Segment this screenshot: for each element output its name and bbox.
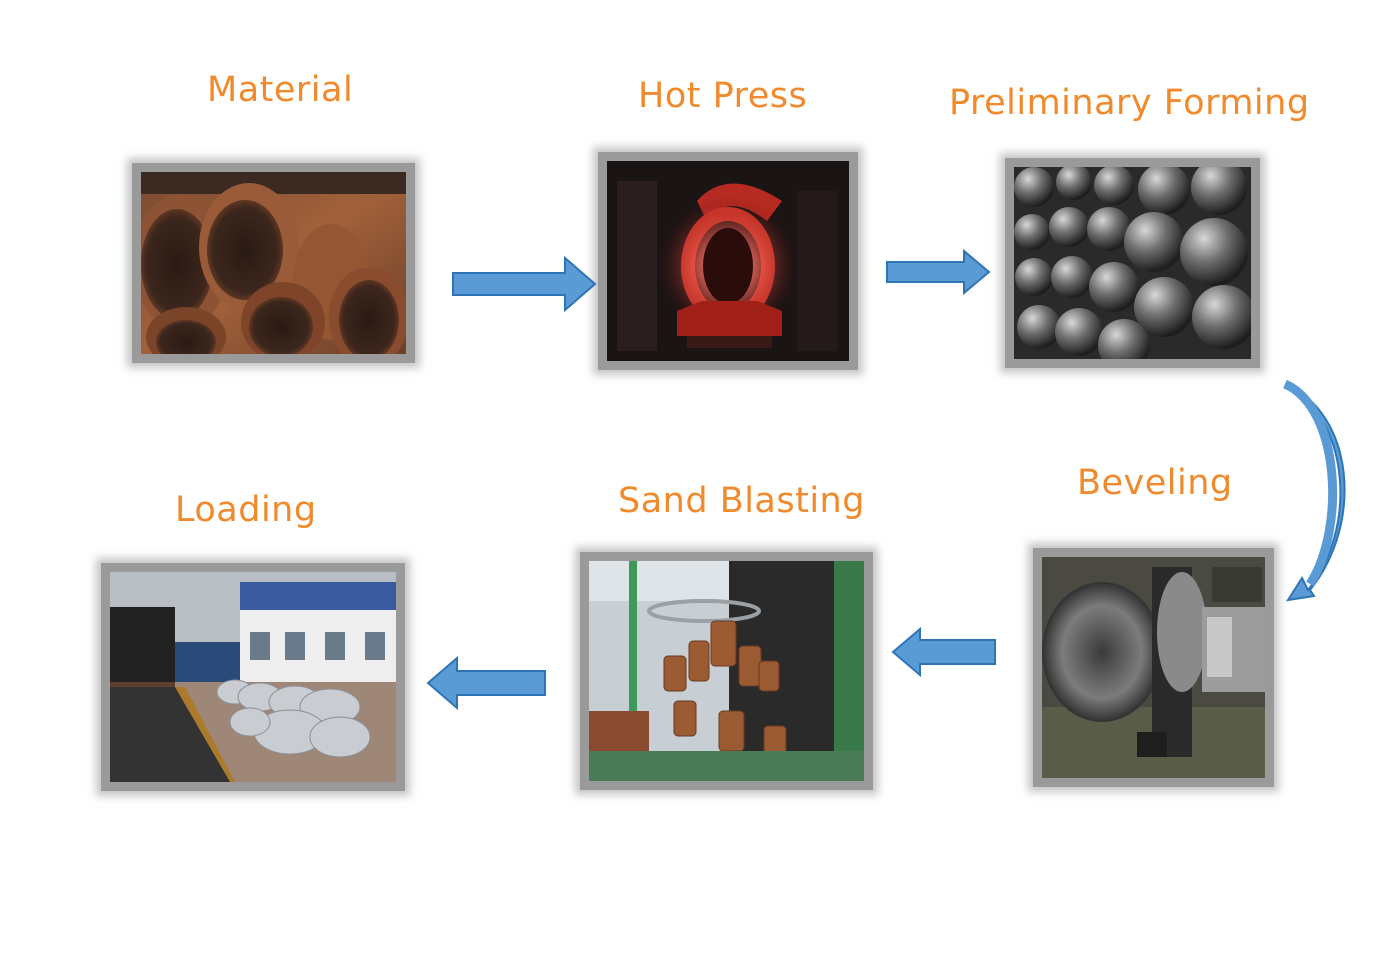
arrow-right-1-icon	[452, 255, 597, 313]
material-photo	[132, 163, 415, 363]
arrow-curved-down-icon	[1282, 379, 1346, 602]
loading-photo	[101, 563, 405, 791]
step-label-sand-blasting: Sand Blasting	[618, 481, 865, 521]
step-label-preliminary-forming: Preliminary Forming	[949, 83, 1310, 123]
step-label-hot-press: Hot Press	[638, 76, 808, 116]
step-label-material: Material	[207, 70, 354, 110]
arrow-right-2-icon	[886, 248, 991, 296]
preliminary-forming-photo	[1005, 158, 1260, 368]
arrow-left-1-icon	[891, 626, 996, 678]
step-label-loading: Loading	[175, 490, 317, 530]
step-label-beveling: Beveling	[1077, 463, 1233, 503]
arrow-left-2-icon	[426, 655, 546, 711]
beveling-photo	[1033, 548, 1274, 787]
sand-blasting-photo	[580, 552, 873, 790]
hot-press-photo	[598, 152, 858, 370]
